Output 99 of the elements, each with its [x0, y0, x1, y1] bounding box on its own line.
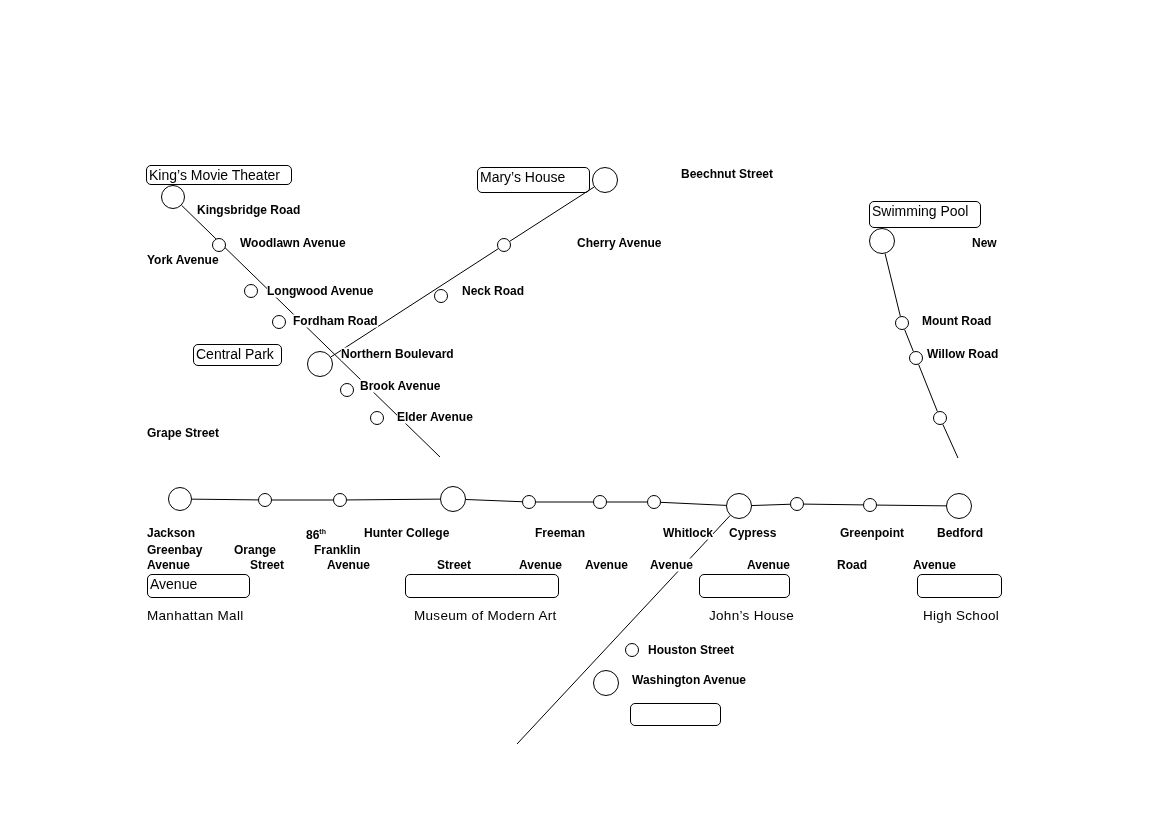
place-box	[147, 574, 250, 598]
station-name: Woodlawn Avenue	[240, 236, 346, 250]
station-circle	[909, 351, 923, 365]
station-name: Cherry Avenue	[577, 236, 662, 250]
station-name: Franklin	[314, 543, 361, 557]
place-box	[193, 344, 282, 366]
place-name: Mary’s House	[480, 169, 566, 185]
station-name: Cypress	[729, 526, 777, 540]
station-circle	[244, 284, 258, 298]
station-name: Road	[837, 558, 867, 572]
station-name: Jackson	[147, 526, 196, 540]
station-circle	[272, 315, 286, 329]
station-circle	[440, 486, 466, 512]
subway-line	[904, 329, 914, 352]
station-name: Avenue	[147, 558, 190, 572]
station-circle	[258, 493, 272, 507]
subway-line	[271, 499, 334, 501]
station-name: Grape Street	[147, 426, 220, 440]
station-circle	[497, 238, 511, 252]
place-name: King’s Movie Theater	[149, 167, 280, 183]
station-name: Freeman	[535, 526, 586, 540]
station-name: Mount Road	[922, 314, 992, 328]
station-name: Neck Road	[462, 284, 525, 298]
station-name: Greenbay	[147, 543, 203, 557]
place-name: Central Park	[196, 346, 274, 362]
station-circle	[593, 495, 607, 509]
subway-line	[330, 248, 499, 358]
station-name: Street	[437, 558, 471, 572]
place-name: Manhattan Mall	[147, 608, 244, 624]
place-name: High School	[923, 608, 1000, 624]
station-name: Avenue	[650, 558, 693, 572]
place-box	[630, 703, 721, 726]
subway-line	[346, 498, 441, 501]
station-circle	[647, 495, 661, 509]
subway-line	[876, 504, 947, 507]
station-circle	[161, 185, 185, 209]
station-circle	[863, 498, 877, 512]
station-name: Greenpoint	[840, 526, 904, 540]
station-circle	[212, 238, 226, 252]
place-name: John’s House	[709, 608, 795, 624]
station-circle	[333, 493, 347, 507]
station-circle	[434, 289, 448, 303]
subway-line	[606, 501, 648, 503]
subway-line	[918, 364, 938, 412]
subway-line	[516, 515, 731, 745]
station-name: Avenue	[585, 558, 628, 572]
station-name: Avenue	[327, 558, 370, 572]
place-box	[917, 574, 1002, 598]
subway-line	[751, 503, 791, 507]
station-name: Fordham Road	[293, 314, 378, 328]
station-circle	[168, 487, 192, 511]
station-name: Washington Avenue	[632, 673, 746, 687]
station-circle	[370, 411, 384, 425]
station-name: Beechnut Street	[681, 167, 774, 181]
station-name: Hunter College	[364, 526, 450, 540]
station-name: Northern Boulevard	[341, 347, 454, 361]
station-name: Elder Avenue	[397, 410, 473, 424]
station-circle	[340, 383, 354, 397]
station-name: Houston Street	[648, 643, 734, 657]
subway-line	[803, 503, 864, 506]
station-name: Bedford	[937, 526, 983, 540]
station-name: Avenue	[913, 558, 956, 572]
station-name: Orange	[234, 543, 276, 557]
place-box	[405, 574, 559, 598]
station-circle	[522, 495, 536, 509]
subway-line	[660, 501, 727, 506]
place-box	[699, 574, 790, 598]
station-name: Brook Avenue	[360, 379, 441, 393]
station-circle	[593, 670, 619, 696]
station-circle	[307, 351, 333, 377]
station-name: Longwood Avenue	[267, 284, 374, 298]
place-box	[477, 167, 590, 193]
place-name: Museum of Modern Art	[414, 608, 557, 624]
station-circle	[933, 411, 947, 425]
place-box	[146, 165, 292, 185]
station-name: York Avenue	[147, 253, 219, 267]
station-name: New	[972, 236, 997, 250]
station-name: Whitlock	[663, 526, 713, 540]
subway-line	[465, 499, 523, 503]
place-name: Swimming Pool	[872, 203, 969, 219]
station-circle	[625, 643, 639, 657]
station-name: Street	[250, 558, 284, 572]
station-circle	[946, 493, 972, 519]
station-circle	[869, 228, 895, 254]
subway-line	[509, 186, 595, 242]
subway-line	[942, 423, 959, 459]
place-box	[869, 201, 981, 228]
station-circle	[726, 493, 752, 519]
station-name: Willow Road	[927, 347, 999, 361]
station-circle	[895, 316, 909, 330]
station-circle	[592, 167, 618, 193]
station-name: Avenue	[519, 558, 562, 572]
station-name: Avenue	[747, 558, 790, 572]
station-circle	[790, 497, 804, 511]
place-name: Avenue	[150, 576, 198, 592]
subway-line	[191, 498, 259, 501]
subway-line	[535, 501, 594, 503]
subway-line	[884, 253, 901, 317]
station-name: Kingsbridge Road	[197, 203, 301, 217]
